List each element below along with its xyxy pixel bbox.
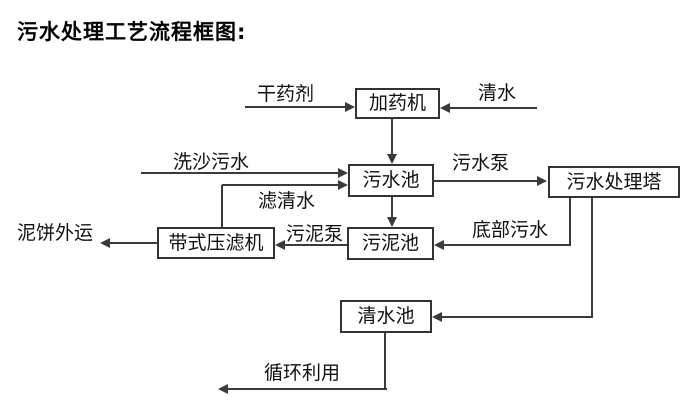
edge-sewage-pump-line — [434, 180, 539, 182]
node-sewage-pool-label: 污水池 — [362, 169, 420, 191]
node-sewage-pool: 污水池 — [348, 164, 434, 197]
edge-label-recycle-use: 循环利用 — [264, 362, 341, 384]
node-clear-water-pool-label: 清水池 — [357, 305, 415, 327]
edge-filtered-water-line — [222, 184, 339, 186]
edge-label-bottom-sewage: 底部污水 — [472, 219, 549, 241]
edge-label-dry-chemical: 干药剂 — [257, 83, 315, 105]
node-dosing-machine: 加药机 — [355, 88, 440, 119]
edge-dry-chemical-arrowhead-icon — [345, 102, 355, 112]
edge-recycle-use-arrowhead-icon — [218, 384, 228, 394]
edge-tower-to-clear-pool-line — [441, 316, 593, 318]
edge-sand-washing-sewage-line — [141, 172, 339, 174]
edge-label-sludge-pump: 污泥泵 — [286, 223, 344, 245]
edge-sludge-pump-line — [284, 244, 347, 246]
edge-label-clear-water-in: 清水 — [478, 82, 517, 104]
node-belt-filter-press-label: 带式压滤机 — [168, 231, 264, 254]
edge-dosing-to-sewage-pool-line — [391, 119, 393, 155]
edge-clear-water-in-arrowhead-icon — [440, 103, 450, 113]
node-sludge-pool: 污泥池 — [347, 227, 434, 260]
edge-sludge-pump-arrowhead-icon — [275, 240, 285, 250]
node-sewage-treatment-tower-label: 污水处理塔 — [566, 170, 662, 193]
edge-bottom-sewage-arrowhead-icon — [434, 240, 444, 250]
node-belt-filter-press: 带式压滤机 — [157, 227, 275, 259]
edge-bottom-sewage-line — [444, 244, 571, 246]
edge-label-mud-cake-out: 泥饼外运 — [17, 222, 94, 244]
edge-bottom-sewage-riser-line — [569, 198, 571, 245]
edge-label-sewage-pump: 污水泵 — [452, 152, 510, 174]
edge-mud-cake-out-line — [110, 242, 158, 244]
node-sludge-pool-label: 污泥池 — [361, 232, 419, 254]
edge-sand-washing-sewage-arrowhead-icon — [338, 168, 348, 178]
edge-label-filtered-water: 滤清水 — [258, 190, 316, 212]
edge-tower-to-clear-pool-riser-line — [591, 198, 593, 317]
edge-dosing-to-sewage-pool-arrowhead-icon — [387, 154, 397, 164]
node-clear-water-pool: 清水池 — [340, 300, 432, 333]
edge-mud-cake-out-arrowhead-icon — [100, 238, 110, 248]
edge-tower-to-clear-pool-arrowhead-icon — [432, 312, 442, 322]
edge-label-sand-washing-sewage: 洗沙污水 — [173, 151, 250, 173]
edge-recycle-use-line — [227, 388, 387, 390]
edge-sewage-to-sludge-arrowhead-icon — [387, 217, 397, 227]
edge-dry-chemical-line — [245, 106, 346, 108]
edge-recycle-use-riser-line — [384, 333, 386, 390]
edge-filtered-water-riser-line — [221, 185, 223, 227]
edge-filtered-water-arrowhead-icon — [338, 180, 348, 190]
edge-clear-water-in-line — [450, 107, 537, 109]
edge-sewage-to-sludge-line — [391, 197, 393, 218]
node-sewage-treatment-tower: 污水处理塔 — [548, 166, 680, 198]
node-dosing-machine-label: 加药机 — [368, 92, 426, 114]
page-title: 污水处理工艺流程框图: — [17, 20, 247, 44]
edge-sewage-pump-arrowhead-icon — [537, 176, 547, 186]
